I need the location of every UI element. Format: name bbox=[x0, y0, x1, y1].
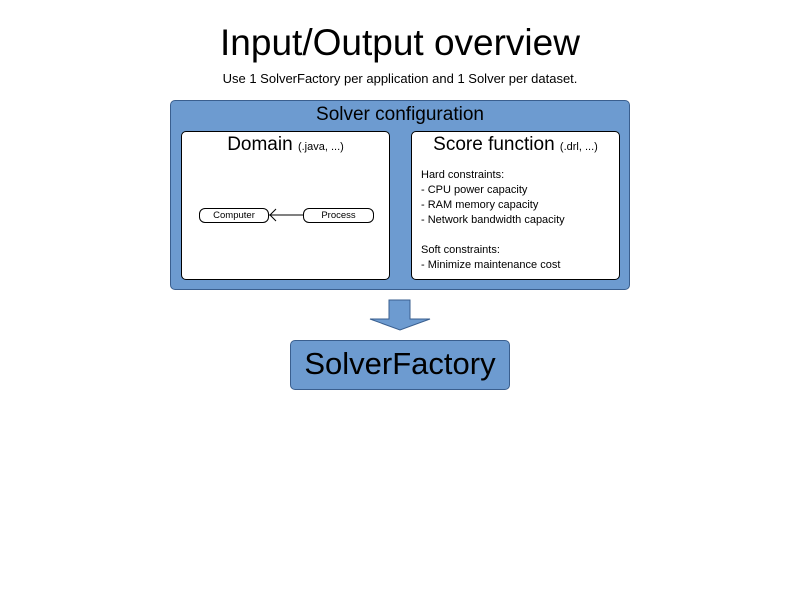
domain-panel: Domain (.java, ...) Computer Process bbox=[181, 131, 390, 280]
computer-node: Computer bbox=[199, 208, 269, 223]
page-title: Input/Output overview bbox=[220, 22, 580, 63]
solver-configuration-box: Solver configuration Domain (.java, ...)… bbox=[170, 100, 630, 290]
soft-constraint-item: - Minimize maintenance cost bbox=[421, 259, 561, 271]
hard-constraints-heading: Hard constraints: bbox=[421, 169, 505, 181]
domain-suffix: (.java, ...) bbox=[297, 141, 344, 153]
domain-title: Domain (.java, ...) bbox=[182, 134, 389, 156]
domain-title-text: Domain bbox=[227, 134, 293, 155]
hard-constraint-item: - RAM memory capacity bbox=[421, 199, 539, 211]
soft-constraints-heading: Soft constraints: bbox=[421, 244, 500, 256]
score-function-panel: Score function (.drl, ...) Hard constrai… bbox=[411, 131, 620, 280]
constraints-list: Hard constraints: - CPU power capacity -… bbox=[421, 168, 565, 273]
score-function-suffix: (.drl, ...) bbox=[559, 141, 598, 153]
solver-configuration-title: Solver configuration bbox=[316, 104, 484, 125]
page-subtitle: Use 1 SolverFactory per application and … bbox=[222, 71, 578, 86]
score-function-title: Score function (.drl, ...) bbox=[412, 134, 619, 156]
spacer bbox=[421, 228, 565, 243]
hard-constraint-item: - Network bandwidth capacity bbox=[421, 214, 565, 226]
down-arrow-icon bbox=[369, 299, 431, 331]
hard-constraint-item: - CPU power capacity bbox=[421, 184, 528, 196]
score-function-title-text: Score function bbox=[433, 134, 555, 155]
solver-factory-box: SolverFactory bbox=[290, 340, 510, 390]
process-node: Process bbox=[303, 208, 374, 223]
process-to-computer-arrow bbox=[269, 208, 303, 222]
